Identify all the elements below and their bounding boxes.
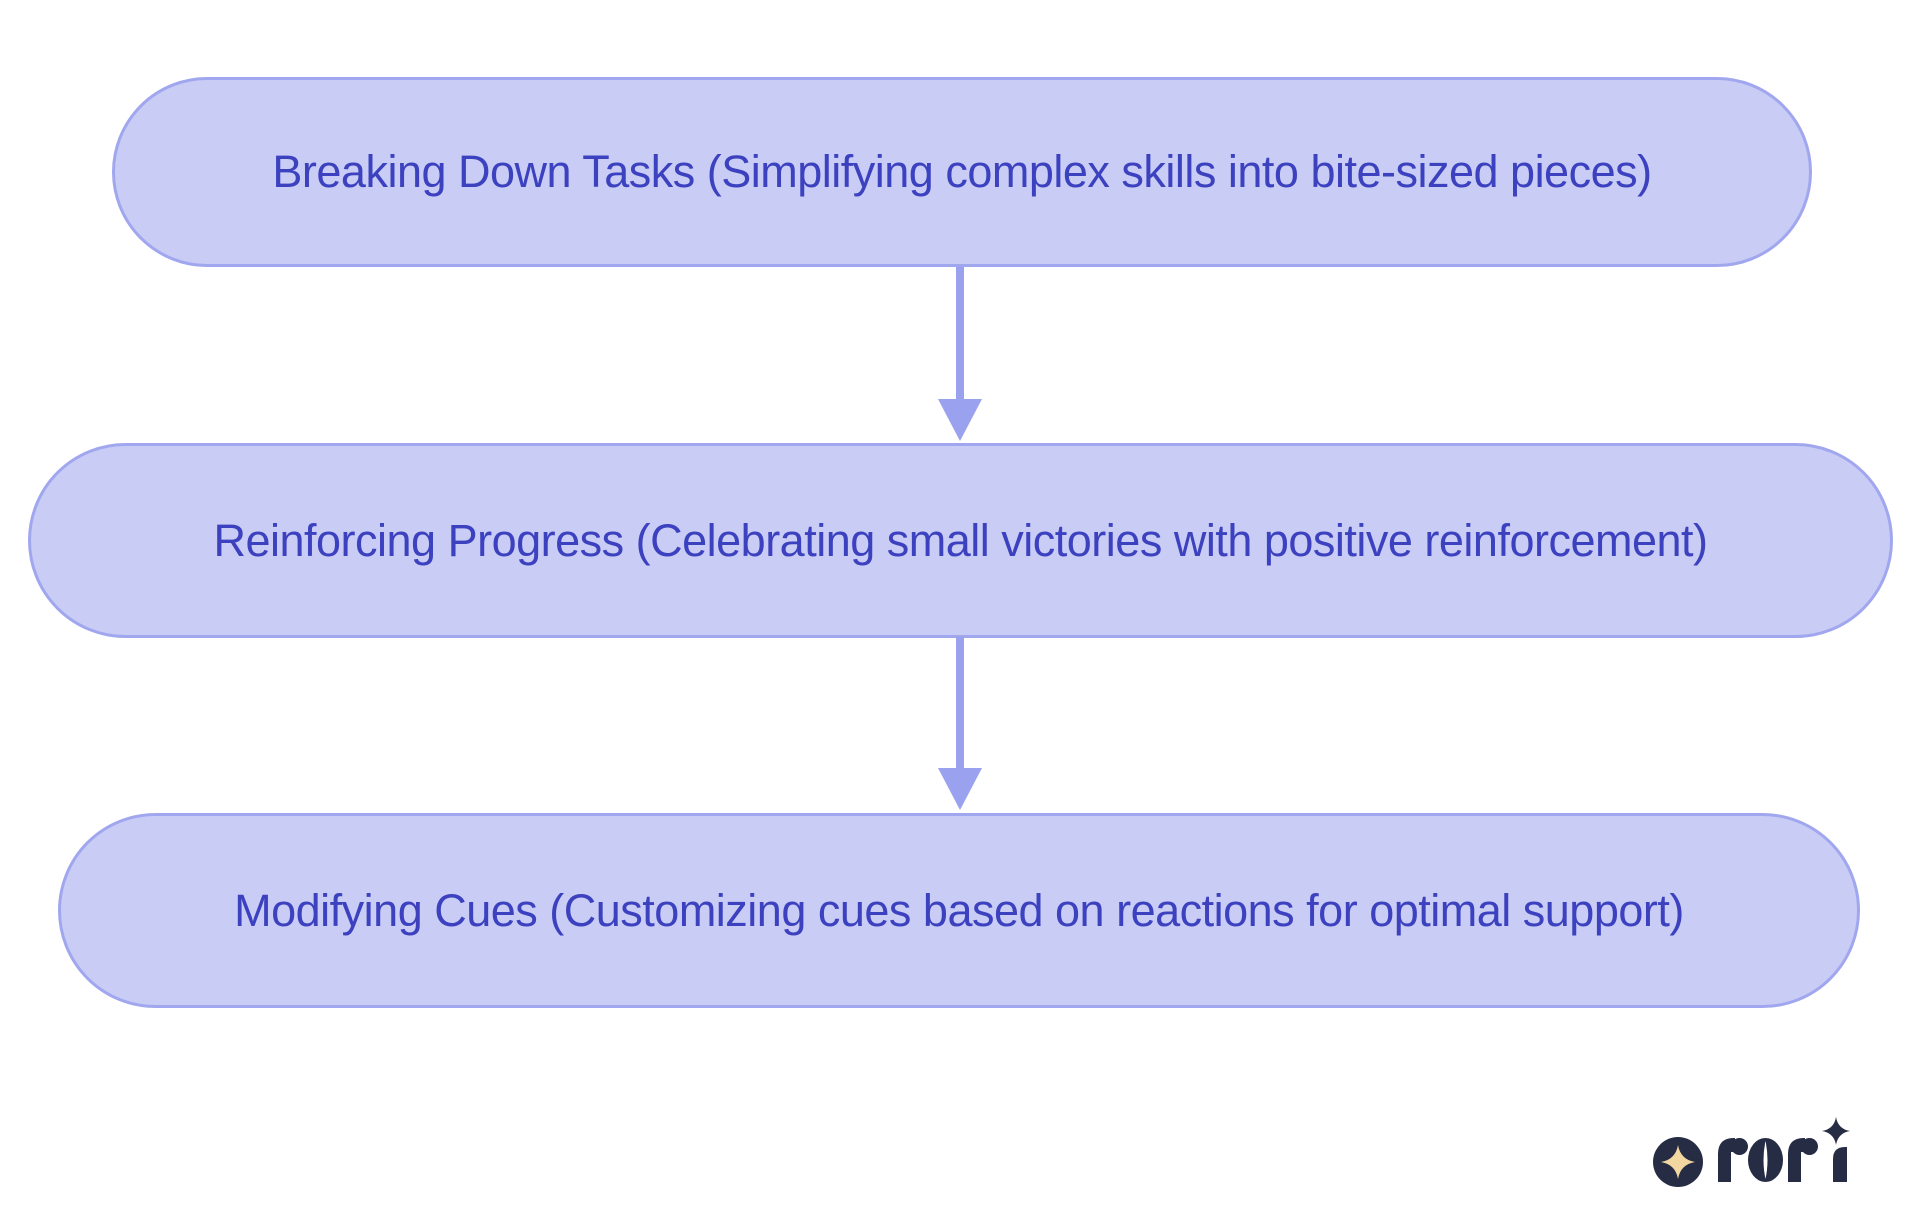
- logo-letter-i: [1833, 1147, 1847, 1182]
- flow-node-breaking-down-tasks: Breaking Down Tasks (Simplifying complex…: [112, 77, 1812, 267]
- logo-sparkle-icon: [1822, 1117, 1850, 1145]
- flow-node-label: Modifying Cues (Customizing cues based o…: [234, 884, 1684, 936]
- logo-letter-r: [1718, 1138, 1748, 1182]
- flow-node-label: Breaking Down Tasks (Simplifying complex…: [272, 146, 1652, 197]
- flow-node-modifying-cues: Modifying Cues (Customizing cues based o…: [58, 813, 1860, 1008]
- logo-letter-o: [1748, 1138, 1783, 1182]
- arrow-down-icon: [938, 768, 982, 810]
- flow-node-reinforcing-progress: Reinforcing Progress (Celebrating small …: [28, 443, 1893, 638]
- logo-letter-r: [1788, 1138, 1818, 1182]
- flow-connector-line: [956, 267, 964, 400]
- flow-node-label: Reinforcing Progress (Celebrating small …: [213, 514, 1708, 566]
- flow-connector-line: [956, 637, 964, 770]
- rori-logo: [1653, 1117, 1850, 1187]
- logo-wordmark: [1718, 1117, 1850, 1182]
- arrow-down-icon: [938, 399, 982, 441]
- logo-badge-star-icon: [1661, 1145, 1695, 1179]
